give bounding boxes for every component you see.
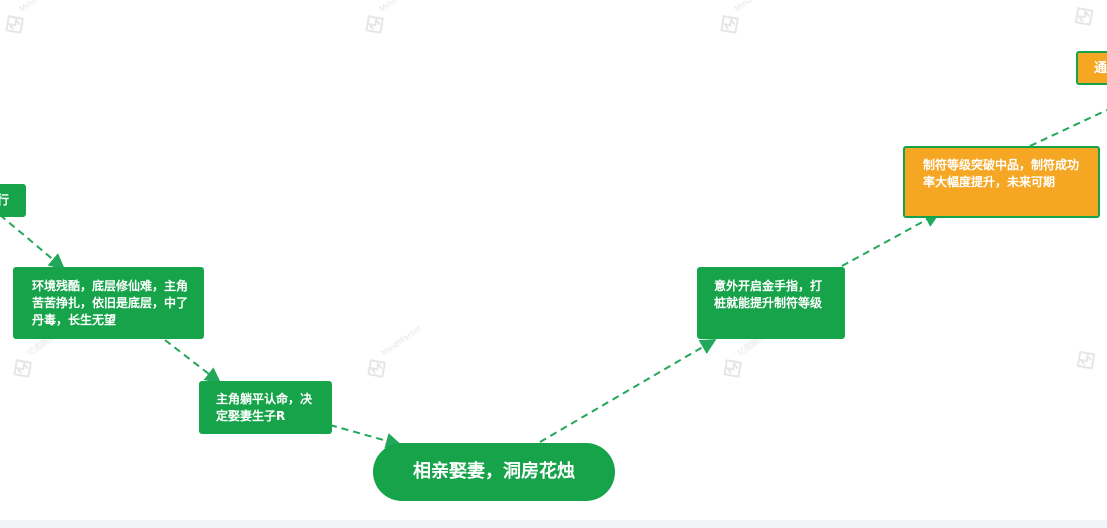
node-accept-fate[interactable]: 主角躺平认命，决定娶妻生子R [199,381,332,434]
node-golden-finger[interactable]: 意外开启金手指，打桩就能提升制符等级 [697,267,845,339]
node-left-edge[interactable]: 行 [0,184,26,217]
mindmaster-logo-icon [13,359,32,378]
connector-left-to-env [0,214,66,270]
node-top-right[interactable]: 通 [1076,51,1107,85]
node-central-topic-text: 相亲娶妻，洞房花烛 [413,461,575,482]
node-environment-text: 环境残酷，底层修仙难，主角苦苦挣扎，依旧是底层，中了丹毒，长生无望 [32,279,189,327]
watermark [1067,334,1107,381]
watermark-brand-en: MindMaster [733,0,777,15]
mindmaster-logo-icon [365,15,384,34]
connector-cheat-to-breakthrough [841,212,941,267]
node-central-topic[interactable]: 相亲娶妻，洞房花烛 [373,443,615,501]
bottom-strip [0,520,1107,528]
mindmaster-logo-icon [5,15,24,34]
node-top-right-text: 通 [1094,61,1107,76]
watermark-brand-en: MindMaster [18,0,62,15]
connector-center-to-cheat [539,338,717,443]
watermark: MindMaster [356,0,426,45]
mindmaster-logo-icon [1074,7,1094,26]
watermark: MindMaster [358,324,428,388]
connector-env-to-accept [164,339,222,384]
node-environment[interactable]: 环境残酷，底层修仙难，主角苦苦挣扎，依旧是底层，中了丹毒，长生无望 [13,267,204,339]
watermark: MindMaster [0,0,66,45]
mindmaster-logo-icon [720,15,739,34]
watermark [1065,0,1107,37]
watermark: 亿图脑图 [714,325,784,388]
watermark: MindMaster [711,0,781,45]
node-accept-fate-text: 主角躺平认命，决定娶妻生子R [216,392,313,423]
mindmaster-logo-icon [723,359,742,378]
node-golden-finger-text: 意外开启金手指，打桩就能提升制符等级 [714,279,823,310]
connector-accept-to-center [329,424,402,449]
mindmaster-logo-icon [1076,350,1096,370]
watermark: 亿图脑图 [4,325,74,388]
watermark-brand-en: MindMaster [378,0,422,15]
connector-breakthrough-to-top [1029,109,1107,147]
mindmaster-logo-icon [367,359,386,378]
node-breakthrough-text: 制符等级突破中品，制符成功率大幅度提升，未来可期 [923,158,1080,189]
node-left-edge-text: 行 [0,193,9,207]
node-breakthrough[interactable]: 制符等级突破中品，制符成功率大幅度提升，未来可期 [903,146,1100,218]
